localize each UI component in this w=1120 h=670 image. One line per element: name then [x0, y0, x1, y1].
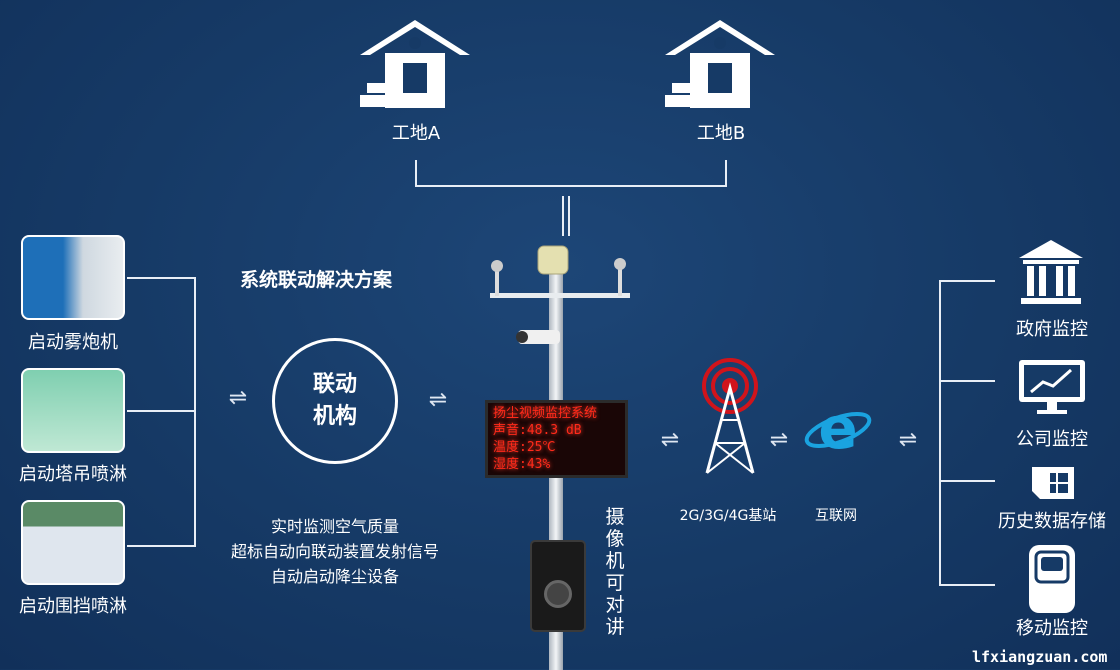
- left-device-label: 启动围挡喷淋: [19, 596, 127, 617]
- led-line: 温度:25℃: [493, 440, 556, 455]
- description-line: 自动启动降尘设备: [270, 567, 400, 586]
- left-device-label: 启动塔吊喷淋: [19, 464, 127, 485]
- linkage-circle: 联动 机构: [272, 338, 398, 464]
- right-item-label: 历史数据存储: [998, 511, 1106, 532]
- mobile-phone-icon: [1029, 545, 1075, 613]
- fence-spray-photo: [21, 500, 125, 585]
- connector: [127, 410, 195, 412]
- station-label: 2G/3G/4G基站: [679, 508, 777, 524]
- led-title: 扬尘视频监控系统: [493, 406, 598, 421]
- linkage-line1: 联动: [312, 372, 357, 397]
- connector: [725, 160, 727, 186]
- bidirectional-arrow: ⇌: [428, 387, 448, 413]
- connector: [939, 380, 995, 382]
- government-building-icon: [1019, 240, 1083, 304]
- led-line: 声音:48.3 dB: [493, 423, 582, 438]
- weather-sensors-icon: [490, 245, 630, 344]
- connector: [939, 480, 995, 482]
- tower-crane-spray-photo: [21, 368, 125, 453]
- description-line: 实时监测空气质量: [270, 517, 400, 536]
- connector: [939, 280, 995, 282]
- svg-text:e: e: [818, 398, 857, 462]
- right-item-label: 移动监控: [1016, 618, 1088, 639]
- led-line: 湿度:43%: [493, 457, 551, 472]
- arrow-up: [568, 196, 570, 236]
- right-item-label: 政府监控: [1016, 319, 1088, 340]
- led-display-board: 扬尘视频监控系统 声音:48.3 dB 温度:25℃ 湿度:43%: [485, 400, 628, 478]
- fog-cannon-photo: [21, 235, 125, 320]
- diagram-title: 系统联动解决方案: [240, 269, 393, 291]
- house-icon-b: [665, 20, 775, 108]
- description-line: 超标自动向联动装置发射信号: [230, 542, 440, 561]
- bidirectional-arrow: ⇌: [660, 427, 680, 453]
- connector: [939, 584, 995, 586]
- arrow-down: [562, 196, 564, 236]
- bidirectional-arrow: ⇌: [898, 427, 918, 453]
- right-item-label: 公司监控: [1016, 429, 1088, 450]
- signal-tower-icon: [702, 358, 758, 474]
- bidirectional-arrow: ⇌: [228, 385, 248, 411]
- camera-label: 摄像机可对讲: [605, 506, 625, 638]
- monitor-chart-icon: [1019, 360, 1085, 414]
- left-device-label: 启动雾炮机: [28, 332, 118, 353]
- site-a-label: 工地A: [391, 123, 441, 144]
- connector: [939, 280, 941, 586]
- intercom-camera: [530, 540, 586, 632]
- linkage-line2: 机构: [312, 404, 357, 429]
- site-b-label: 工地B: [696, 123, 746, 144]
- internet-label: 互联网: [815, 508, 857, 524]
- connector: [127, 277, 195, 279]
- connector: [415, 185, 727, 187]
- connector: [127, 545, 195, 547]
- bidirectional-arrow: ⇌: [769, 427, 789, 453]
- sim-card-icon: [1032, 467, 1074, 499]
- connector: [194, 277, 196, 547]
- internet-explorer-icon: e: [804, 398, 872, 462]
- camera-lens-icon: [544, 580, 572, 608]
- house-icon-a: [360, 20, 470, 108]
- watermark: lfxiangzuan.com: [972, 648, 1108, 666]
- connector: [415, 160, 417, 186]
- description: 实时监测空气质量 超标自动向联动装置发射信号 自动启动降尘设备: [231, 514, 439, 589]
